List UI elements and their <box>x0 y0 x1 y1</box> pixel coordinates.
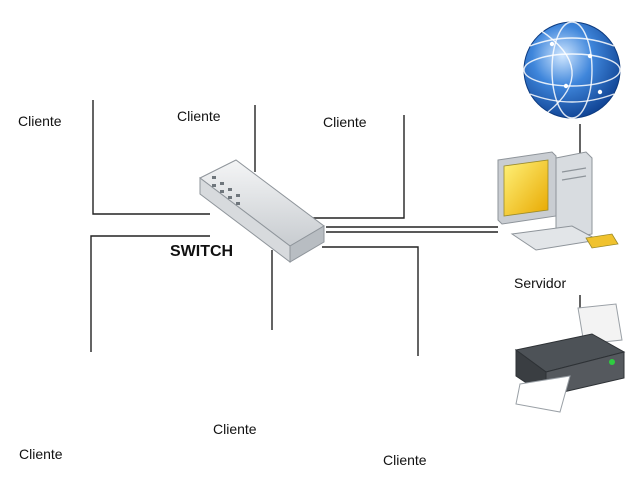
server-workstation-icon <box>497 151 619 251</box>
switch-label: SWITCH <box>170 243 234 260</box>
link-client-6 <box>322 246 419 356</box>
client-label-5: Cliente <box>213 421 257 437</box>
server-label: Servidor <box>514 275 567 291</box>
connection-lines <box>90 100 581 356</box>
client-label-3: Cliente <box>323 114 367 130</box>
client-label-2: Cliente <box>177 108 221 124</box>
client-label-4: Cliente <box>19 446 63 462</box>
client-label-6: Cliente <box>383 452 427 468</box>
globe-icon <box>523 21 621 119</box>
printer-icon <box>514 303 626 413</box>
client-label-1: Cliente <box>18 113 62 129</box>
network-switch-icon <box>199 159 325 264</box>
link-client-4 <box>90 235 210 352</box>
link-client-3 <box>312 115 405 219</box>
link-client-1 <box>92 100 210 215</box>
